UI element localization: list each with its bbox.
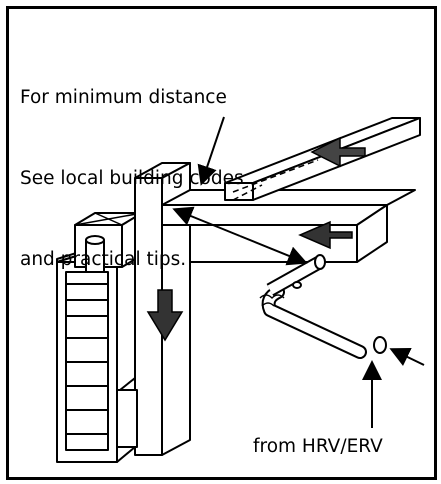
return-arrow-left	[298, 220, 353, 250]
distance-note: For minimum distance See local building …	[20, 30, 244, 300]
note-line-1: For minimum distance	[20, 87, 227, 108]
note-line-3: and practical tips.	[20, 249, 187, 270]
source-label: from HRV/ERV	[253, 436, 383, 457]
distance-arrow-left	[172, 206, 241, 237]
note-line-2: See local building codes	[20, 168, 244, 189]
hrv-pipe	[259, 254, 387, 359]
inflow-arrow	[389, 347, 425, 366]
distance-arrow-right	[239, 235, 308, 266]
filter-cylinder	[85, 235, 105, 273]
note-pointer-arrow	[197, 116, 225, 186]
upper-arrow-left	[310, 136, 366, 168]
supply-arrow-down	[146, 289, 184, 342]
diagram-frame	[6, 6, 437, 480]
airflow-arrows	[146, 136, 366, 342]
upper-duct	[224, 117, 421, 201]
